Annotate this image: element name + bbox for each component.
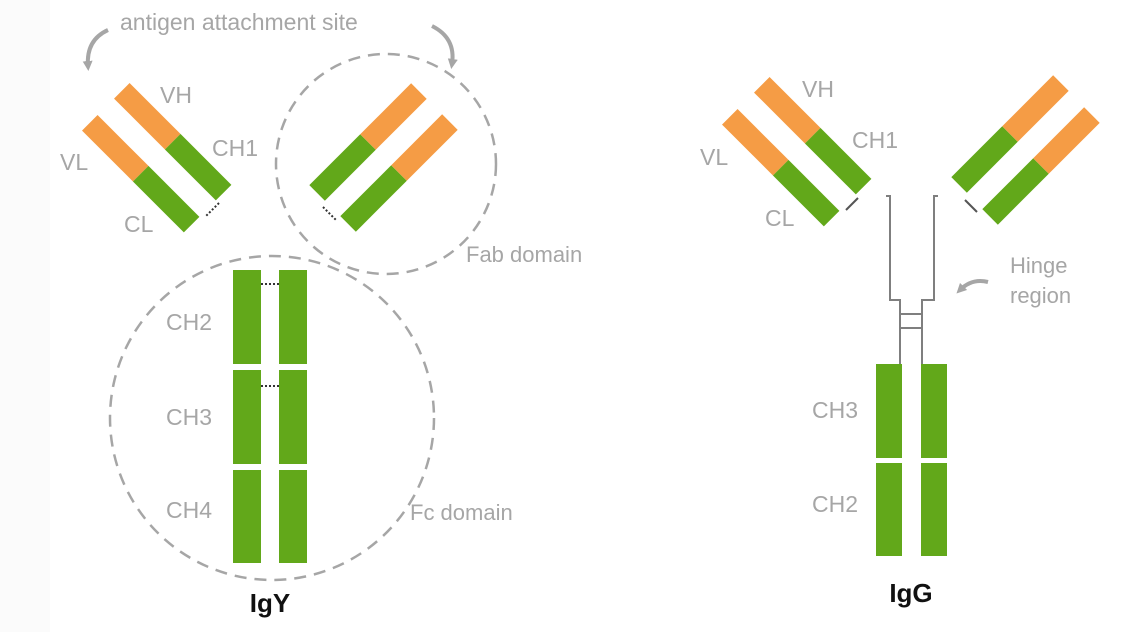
igg-ch3-right	[921, 364, 947, 458]
igg-hinge-left-chain	[886, 195, 901, 364]
igy-ch3-label: CH3	[166, 404, 212, 430]
igy-left-vh-segment	[114, 83, 181, 150]
igg-ch2-right	[921, 463, 947, 556]
igg-hinge-label-line2: region	[1010, 283, 1071, 308]
igg-ch1-label: CH1	[852, 127, 898, 153]
igy-right-light-chain	[340, 114, 458, 232]
igy-right-vl-segment	[391, 114, 458, 181]
igy-left-cl-segment	[132, 165, 200, 233]
igy-ch3-left	[233, 370, 261, 464]
fc-domain-outline	[108, 254, 436, 582]
igg-left-vl-segment	[722, 109, 789, 176]
igy-ch3-right	[279, 370, 307, 464]
igg-left-ch1-segment	[804, 127, 872, 195]
igg-right-heavy-chain	[951, 75, 1069, 193]
igy-ch2-left	[233, 270, 261, 364]
igy-right-heavy-chain	[309, 83, 427, 201]
igy-right-cl-segment	[340, 165, 407, 232]
igg-hinge-right-chain	[921, 195, 938, 364]
igg-right-vl-segment	[1033, 107, 1100, 174]
igg-left-heavy-chain	[754, 77, 872, 195]
igy-structure: antigen attachment site VH CH1 VL CL Fab…	[60, 9, 582, 618]
igg-ch3-left	[876, 364, 902, 458]
antigen-left-arrow-icon	[82, 28, 109, 71]
igg-left-light-chain	[722, 109, 840, 227]
igy-vl-label: VL	[60, 149, 88, 175]
igy-ch4-right	[279, 470, 307, 563]
igg-vl-label: VL	[700, 144, 728, 170]
igy-left-ch1-segment	[164, 133, 232, 201]
igy-ch2-label: CH2	[166, 309, 212, 335]
igy-title: IgY	[250, 588, 290, 618]
igy-cl-label: CL	[124, 211, 154, 237]
igy-left-disulfide-bond	[204, 202, 220, 218]
igy-right-disulfide-bond	[322, 206, 337, 221]
igg-right-vh-segment	[1002, 75, 1069, 142]
igy-fc-domain-label: Fc domain	[410, 500, 513, 525]
igy-ch1-label: CH1	[212, 135, 258, 161]
igg-right-cl-segment	[982, 158, 1049, 225]
igy-ch4-left	[233, 470, 261, 563]
igy-left-light-chain	[82, 115, 200, 233]
igy-left-vl-segment	[82, 115, 149, 182]
igg-ch2-label: CH2	[812, 491, 858, 517]
igy-vh-label: VH	[160, 82, 192, 108]
antigen-right-arrow-icon	[431, 24, 458, 69]
igg-right-ch1-segment	[951, 126, 1018, 193]
igg-structure: VH CH1 VL CL Hinge region CH3 CH2 IgG	[700, 75, 1100, 608]
igg-left-cl-segment	[772, 159, 840, 227]
igy-right-vh-segment	[360, 83, 427, 150]
igy-ch4-label: CH4	[166, 497, 212, 523]
igg-vh-label: VH	[802, 76, 834, 102]
igy-antigen-attachment-label: antigen attachment site	[120, 9, 358, 35]
igy-left-heavy-chain	[114, 83, 232, 201]
igg-left-vh-segment	[754, 77, 821, 144]
igy-right-ch1-segment	[309, 134, 376, 201]
fab-domain-outline	[274, 52, 498, 276]
left-margin-strip	[0, 0, 50, 632]
igg-hinge-label-line1: Hinge	[1010, 253, 1067, 278]
igg-ch3-label: CH3	[812, 397, 858, 423]
igg-ch2-left	[876, 463, 902, 556]
igg-left-disulfide-bond	[845, 197, 859, 211]
igg-right-light-chain	[982, 107, 1100, 225]
hinge-arrow-icon	[956, 279, 989, 294]
igg-cl-label: CL	[765, 205, 795, 231]
igg-right-disulfide-bond	[964, 199, 978, 213]
igy-fab-domain-label: Fab domain	[466, 242, 582, 267]
igg-title: IgG	[889, 578, 932, 608]
igy-ch2-right	[279, 270, 307, 364]
